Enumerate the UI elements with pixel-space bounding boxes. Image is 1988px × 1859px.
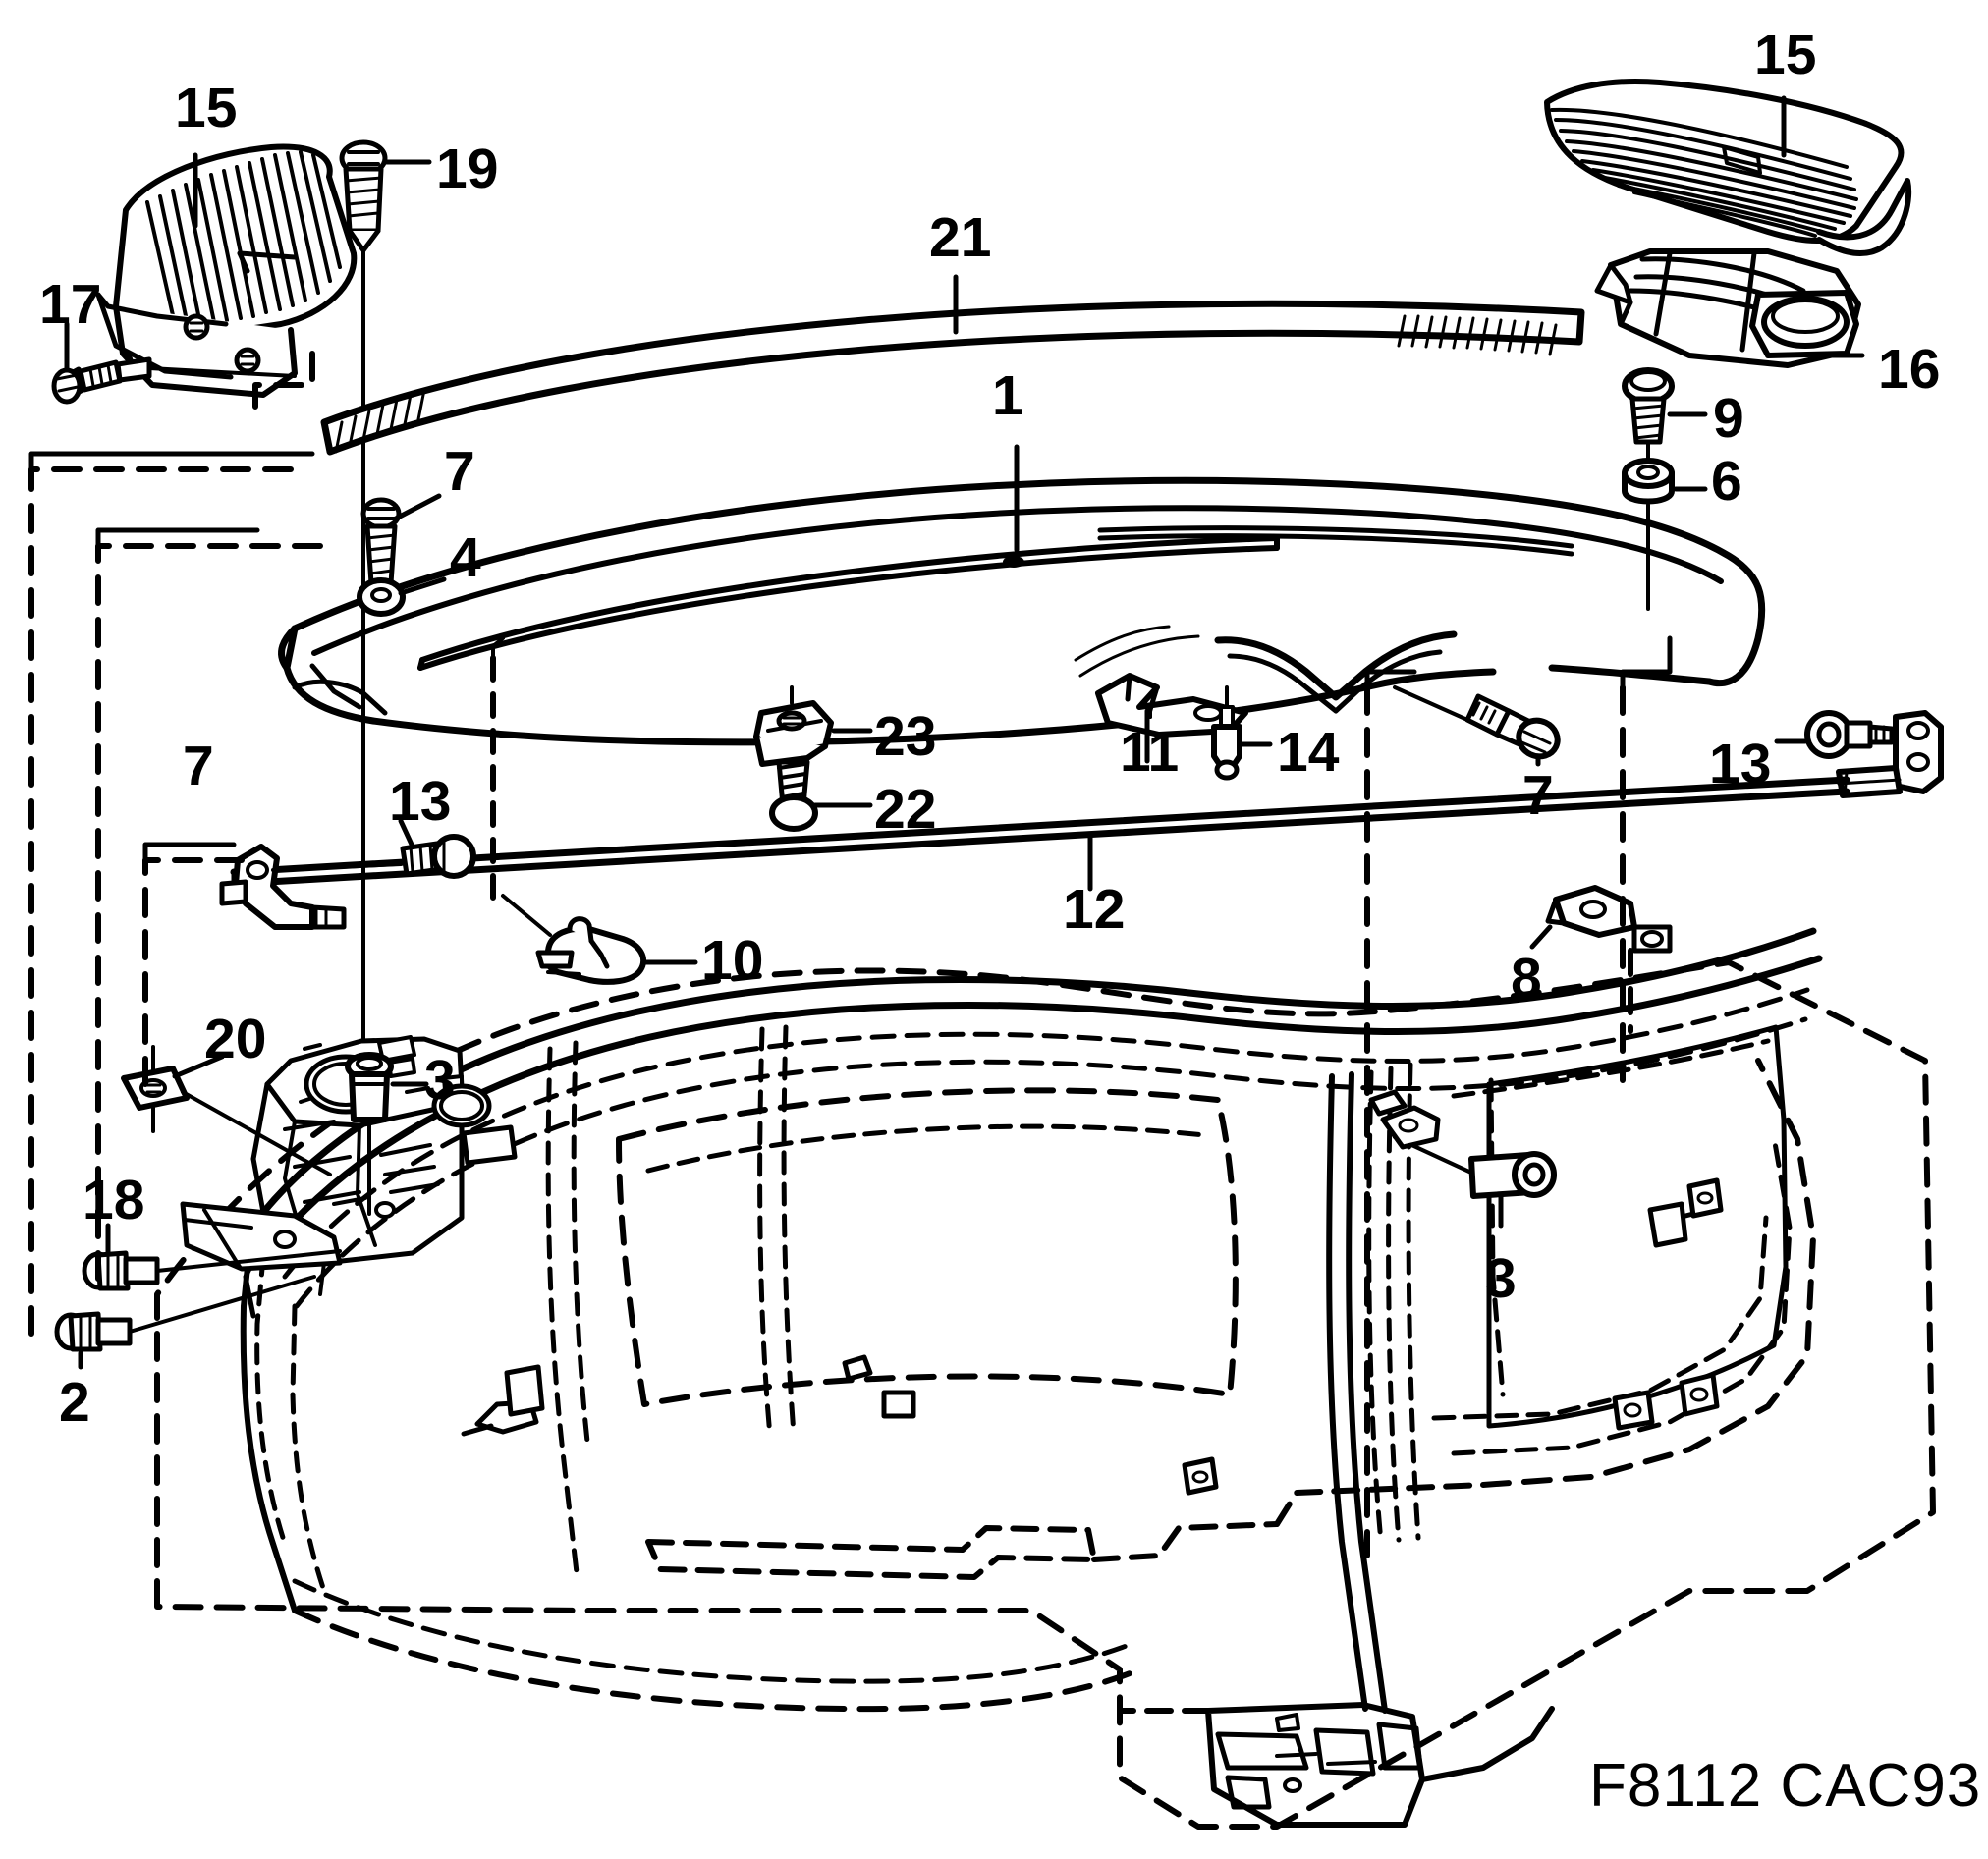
callout-number-10: 10	[701, 929, 764, 992]
speaker-grille-right-part	[1544, 78, 1912, 256]
callout-number-1: 1	[992, 364, 1023, 427]
callout-number-21: 21	[929, 206, 992, 269]
defroster-vent-part	[1594, 248, 1861, 368]
callout-number-11: 11	[1120, 721, 1180, 784]
bolt-9-part	[1622, 367, 1675, 445]
screw-22-part	[769, 759, 818, 832]
callout-number-6: 6	[1711, 450, 1742, 513]
callout-number-7-upper-right: 7	[1522, 764, 1554, 827]
callout-number-13-left: 13	[389, 770, 452, 833]
callout-number-9: 9	[1713, 387, 1744, 450]
callout-number-4: 4	[450, 526, 481, 589]
washer-4-part	[357, 577, 406, 617]
callout-number-22: 22	[874, 778, 937, 841]
trim-strip-21	[320, 300, 1585, 456]
screw-2-part	[54, 1311, 133, 1352]
callout-number-7-left-side: 7	[183, 735, 214, 797]
callout-number-15-right: 15	[1754, 24, 1817, 86]
callout-number-23: 23	[874, 705, 937, 768]
callout-number-18: 18	[83, 1169, 145, 1231]
instrument-panel-pad	[278, 476, 1766, 746]
callout-number-17: 17	[39, 273, 102, 336]
bracket-11-part	[1095, 673, 1248, 738]
screw-19-part	[339, 139, 388, 253]
callout-number-3-left: 3	[424, 1049, 456, 1112]
callout-number-16: 16	[1878, 338, 1941, 401]
callout-number-19: 19	[436, 137, 499, 200]
screw-7-left-part	[360, 497, 402, 586]
figure-caption: F8112 CAC93	[1589, 1752, 1982, 1820]
callout-number-13-right: 13	[1709, 733, 1772, 795]
speaker-grille-left-part	[95, 143, 358, 398]
pin-14-part	[1211, 705, 1242, 781]
support-rod-12	[230, 776, 1850, 888]
callout-number-2: 2	[59, 1371, 90, 1434]
right-support-rod	[1836, 710, 1944, 798]
grommet-3-left-part	[345, 1052, 394, 1122]
bracket-8-part	[1545, 885, 1673, 954]
screw-7-right-part	[1464, 693, 1561, 760]
callout-number-15-left: 15	[175, 77, 238, 139]
screw-13-right-part	[1804, 710, 1895, 759]
grommet-6-part	[1622, 458, 1675, 505]
clip-nut-23-part	[753, 700, 834, 767]
screw-17-part	[51, 356, 152, 405]
callout-number-7-upper-left: 7	[444, 440, 475, 503]
callout-number-3-right: 3	[1485, 1247, 1517, 1310]
clip-10-part	[535, 916, 647, 985]
left-hinge-bracket	[219, 844, 347, 930]
callout-number-20: 20	[204, 1008, 267, 1070]
callout-number-8: 8	[1511, 947, 1542, 1010]
callout-number-14: 14	[1277, 721, 1340, 784]
screw-13-left-part	[400, 834, 476, 879]
callout-number-12: 12	[1063, 878, 1126, 941]
